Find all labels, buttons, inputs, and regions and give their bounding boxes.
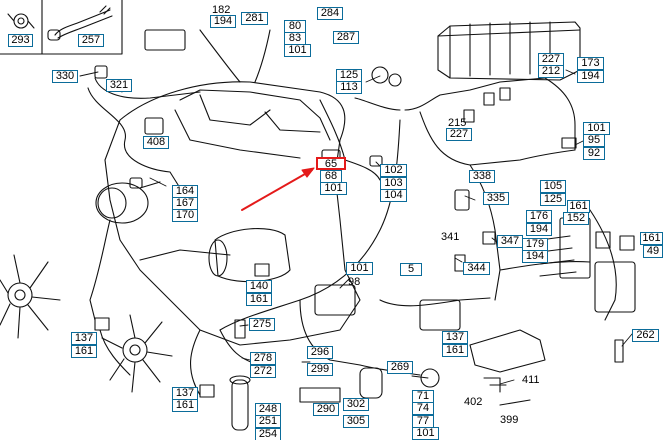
part-label-113[interactable]: 113 xyxy=(336,81,362,94)
part-label-284[interactable]: 284 xyxy=(317,7,343,20)
part-label-194-low[interactable]: 194 xyxy=(522,250,548,263)
part-label-262[interactable]: 262 xyxy=(632,329,659,342)
part-label-330[interactable]: 330 xyxy=(52,70,78,83)
part-label-321[interactable]: 321 xyxy=(106,79,132,92)
part-label-338[interactable]: 338 xyxy=(469,170,495,183)
part-label-125[interactable]: 125 xyxy=(540,193,566,206)
part-label-194-mid[interactable]: 194 xyxy=(526,223,552,236)
part-label-92[interactable]: 92 xyxy=(583,147,605,160)
inset-sensor-part xyxy=(7,13,35,29)
part-label-299[interactable]: 299 xyxy=(307,363,333,376)
part-label-402: 402 xyxy=(464,396,483,408)
fan-right-drawing xyxy=(101,314,173,393)
part-label-173[interactable]: 173 xyxy=(577,57,604,70)
part-label-257[interactable]: 257 xyxy=(78,34,104,47)
part-label-341: 341 xyxy=(441,231,460,243)
part-label-272[interactable]: 272 xyxy=(250,365,276,378)
part-label-105[interactable]: 105 xyxy=(540,180,566,193)
part-label-281[interactable]: 281 xyxy=(241,12,268,25)
part-label-95[interactable]: 95 xyxy=(583,134,605,147)
part-label-101-center[interactable]: 101 xyxy=(320,182,347,195)
part-label-161-right[interactable]: 161 xyxy=(640,232,663,245)
inset-harness-plug xyxy=(47,5,113,41)
part-label-137-mid[interactable]: 137 xyxy=(442,331,468,344)
part-label-278[interactable]: 278 xyxy=(250,352,276,365)
fan-left-drawing xyxy=(0,254,61,339)
part-label-5[interactable]: 5 xyxy=(400,263,422,276)
part-label-161-bottom[interactable]: 161 xyxy=(172,399,198,412)
part-label-275[interactable]: 275 xyxy=(249,318,275,331)
part-label-215: 215 xyxy=(448,117,467,129)
part-label-74[interactable]: 74 xyxy=(412,402,434,415)
part-label-161-left[interactable]: 161 xyxy=(71,345,97,358)
part-label-212[interactable]: 212 xyxy=(538,65,564,78)
compressor-drawing xyxy=(208,228,291,283)
part-label-71[interactable]: 71 xyxy=(412,390,434,403)
part-label-305[interactable]: 305 xyxy=(343,415,369,428)
part-label-254[interactable]: 254 xyxy=(255,428,281,440)
part-label-137-left[interactable]: 137 xyxy=(71,332,97,345)
part-label-293[interactable]: 293 xyxy=(8,34,33,47)
part-label-170[interactable]: 170 xyxy=(172,209,198,222)
part-label-101-bottom[interactable]: 101 xyxy=(412,427,439,440)
part-label-347[interactable]: 347 xyxy=(497,235,523,248)
part-label-344[interactable]: 344 xyxy=(463,262,490,275)
part-label-152[interactable]: 152 xyxy=(563,212,589,225)
callout-arrow xyxy=(241,167,315,211)
part-label-49[interactable]: 49 xyxy=(643,245,663,258)
engine-outline xyxy=(104,81,361,346)
part-label-101-top[interactable]: 101 xyxy=(284,44,311,57)
part-label-161-mid[interactable]: 161 xyxy=(442,344,468,357)
part-label-101-mid[interactable]: 101 xyxy=(346,262,373,275)
main-harness-wires xyxy=(87,29,617,396)
part-label-411: 411 xyxy=(522,374,540,386)
part-label-102[interactable]: 102 xyxy=(380,164,407,177)
part-label-287[interactable]: 287 xyxy=(333,31,359,44)
part-label-140[interactable]: 140 xyxy=(246,280,272,293)
part-label-335[interactable]: 335 xyxy=(483,192,509,205)
part-label-176[interactable]: 176 xyxy=(526,210,552,223)
selected-part-label-65[interactable]: 65 xyxy=(316,157,346,170)
part-label-302[interactable]: 302 xyxy=(343,398,369,411)
part-label-182: 182 xyxy=(212,4,231,16)
connector-parts xyxy=(94,29,636,431)
part-label-290[interactable]: 290 xyxy=(313,403,339,416)
part-label-161-a[interactable]: 161 xyxy=(246,293,272,306)
part-label-269[interactable]: 269 xyxy=(387,361,413,374)
alternator-drawing xyxy=(95,181,161,224)
part-label-194-right[interactable]: 194 xyxy=(577,70,604,83)
part-label-104[interactable]: 104 xyxy=(380,189,407,202)
part-label-251[interactable]: 251 xyxy=(255,415,281,428)
part-label-296[interactable]: 296 xyxy=(307,346,333,359)
part-label-227[interactable]: 227 xyxy=(446,128,472,141)
part-label-408[interactable]: 408 xyxy=(143,136,169,149)
part-label-98: 98 xyxy=(348,276,361,288)
part-label-399: 399 xyxy=(500,414,519,426)
part-label-194[interactable]: 194 xyxy=(210,15,236,28)
